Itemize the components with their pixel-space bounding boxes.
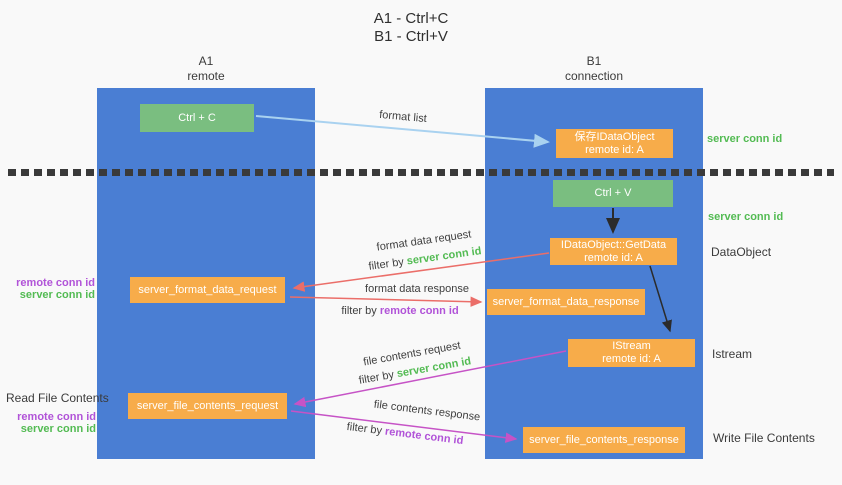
- server-format-data-response-label: server_format_data_response: [492, 295, 640, 308]
- server-file-contents-response-box: server_file_contents_response: [523, 427, 685, 453]
- idataobject-getdata-box: IDataObject::GetData remote id: A: [550, 238, 677, 265]
- save-idataobject-box: 保存IDataObject remote id: A: [556, 129, 673, 158]
- file-contents-response-arrow: [290, 410, 518, 443]
- idataobject-getdata-line2: remote id: A: [584, 251, 643, 264]
- conn-id-stack-file: remote conn id server conn id: [0, 411, 96, 435]
- read-file-contents-annotation: Read File Contents: [6, 391, 109, 405]
- remote-conn-id-text: remote conn id: [379, 305, 459, 317]
- write-file-contents-annotation: Write File Contents: [713, 431, 815, 445]
- dataobject-annotation: DataObject: [711, 245, 772, 259]
- column-b1-role: connection: [564, 69, 624, 83]
- title-line-2: B1 - Ctrl+V: [374, 28, 448, 45]
- istream-annotation: Istream: [712, 347, 753, 361]
- format-data-response-label: format data response: [365, 283, 469, 295]
- istream-line2: remote id: A: [602, 353, 661, 365]
- ctrl-c-label: Ctrl + C: [178, 111, 216, 124]
- istream-line1: IStream: [612, 340, 651, 352]
- title-line-1: A1 - Ctrl+C: [373, 10, 449, 27]
- filter-by-remote-conn-id-label-1: filter by remote conn id: [341, 305, 458, 317]
- filter-by-text: filter by: [341, 305, 377, 317]
- format-data-request-arrow: [292, 252, 550, 292]
- column-header-b1: B1 connection: [485, 54, 703, 84]
- column-a1-name: A1: [198, 54, 214, 68]
- server-file-contents-request-box: server_file_contents_request: [128, 393, 287, 419]
- ctrl-v-label: Ctrl + V: [594, 187, 632, 199]
- column-b1-name: B1: [586, 54, 602, 68]
- save-idataobject-line2: remote id: A: [585, 143, 644, 156]
- ctrl-v-box: Ctrl + V: [553, 180, 673, 207]
- server-conn-id-annotation: server conn id: [19, 289, 95, 301]
- server-conn-id-annotation-mid: server conn id: [708, 211, 784, 223]
- server-format-data-response-box: server_format_data_response: [487, 289, 645, 315]
- format-list-arrow: [255, 115, 550, 148]
- getdata-to-istream-arrow: [649, 265, 672, 333]
- istream-box: IStream remote id: A: [568, 339, 695, 367]
- save-idataobject-line1: 保存IDataObject: [574, 130, 655, 143]
- page-title: A1 - Ctrl+C B1 - Ctrl+V: [0, 10, 822, 46]
- server-conn-id-annotation: server conn id: [20, 423, 96, 435]
- column-a1-role: remote: [187, 69, 225, 83]
- dotted-separator-line: [8, 169, 834, 176]
- server-conn-id-annotation-top: server conn id: [707, 133, 783, 145]
- server-file-contents-request-label: server_file_contents_request: [136, 399, 279, 412]
- format-data-response-arrow: [289, 296, 483, 307]
- conn-id-stack-format: remote conn id server conn id: [0, 277, 95, 301]
- server-format-data-request-label: server_format_data_request: [138, 283, 277, 296]
- remote-conn-id-annotation: remote conn id: [17, 411, 96, 423]
- column-header-a1: A1 remote: [97, 54, 315, 84]
- ctrl-c-box: Ctrl + C: [140, 104, 254, 132]
- server-file-contents-response-label: server_file_contents_response: [529, 433, 679, 446]
- idataobject-getdata-line1: IDataObject::GetData: [560, 238, 667, 251]
- remote-conn-id-annotation: remote conn id: [16, 277, 95, 289]
- server-format-data-request-box: server_format_data_request: [130, 277, 285, 303]
- file-contents-request-arrow: [293, 350, 567, 408]
